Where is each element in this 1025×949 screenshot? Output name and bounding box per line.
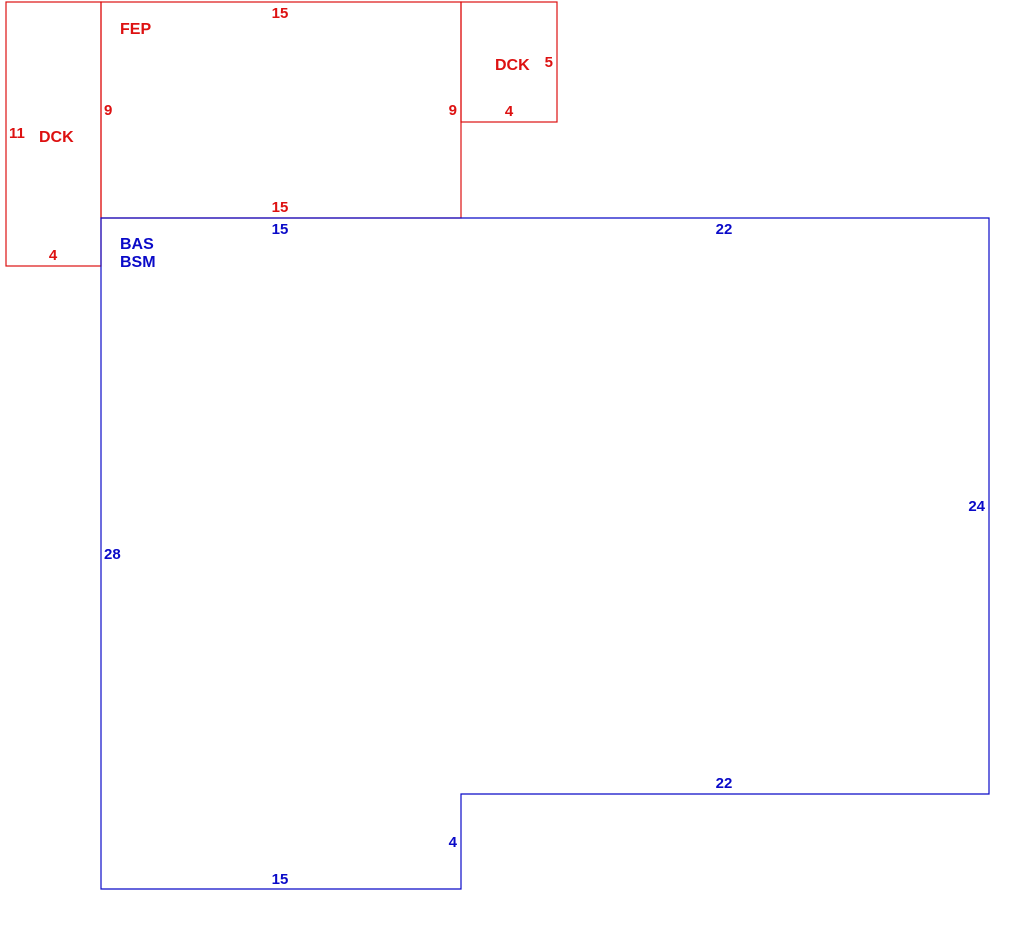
deck-right-side-dimension: 5 (545, 54, 553, 71)
main-code-bsm: BSM (120, 254, 156, 271)
fep-left-dimension: 9 (104, 102, 112, 119)
fep-right-dimension: 9 (449, 102, 457, 119)
fep-code: FEP (120, 21, 151, 38)
main-top-right-dimension: 22 (716, 221, 733, 238)
area-deck-left: DCK 11 4 (5, 1, 102, 267)
area-deck-right: DCK 5 4 (460, 1, 558, 123)
main-code-bas: BAS (120, 236, 154, 253)
main-step-horizontal-dimension: 22 (716, 775, 733, 792)
fep-top-dimension: 15 (272, 5, 289, 22)
main-top-left-dimension: 15 (272, 221, 289, 238)
area-main: BAS BSM 15 22 24 28 22 4 15 (100, 217, 990, 890)
deck-right-outline (460, 1, 558, 123)
deck-left-bottom-dimension: 4 (49, 247, 58, 264)
main-step-vertical-dimension: 4 (449, 834, 458, 851)
deck-left-side-dimension: 11 (9, 125, 25, 142)
deck-right-bottom-dimension: 4 (505, 103, 514, 120)
fep-outline (100, 1, 462, 219)
area-fep: FEP 15 9 9 15 (100, 1, 462, 219)
main-bottom-dimension: 15 (272, 871, 289, 888)
deck-left-code: DCK (39, 129, 74, 146)
main-left-dimension: 28 (104, 546, 121, 563)
deck-right-code: DCK (495, 57, 530, 74)
main-right-dimension: 24 (968, 498, 985, 515)
fep-bottom-dimension: 15 (272, 199, 289, 216)
main-outline (100, 217, 990, 890)
